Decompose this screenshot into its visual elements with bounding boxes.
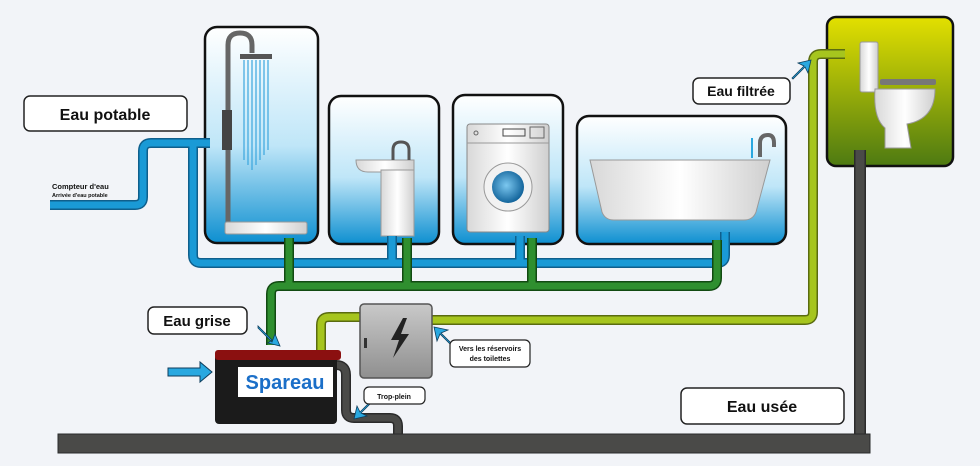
- label-eau-filtree: Eau filtrée: [692, 77, 791, 105]
- svg-text:Eau potable: Eau potable: [60, 107, 151, 124]
- brand-logo: Spareau: [246, 372, 325, 394]
- label-vers-reservoirs: Vers les réservoirs des toilettes: [449, 339, 531, 368]
- svg-text:Trop-plein: Trop-plein: [377, 394, 411, 401]
- waste-water-pipes: [335, 150, 866, 440]
- lightning-icon: [391, 318, 409, 358]
- filtered-water-pipes: [316, 49, 845, 350]
- inflow-arrow-icon: [167, 360, 213, 384]
- fixture-washbasin: [327, 94, 441, 246]
- fixture-toilet: [825, 15, 955, 168]
- svg-text:Eau usée: Eau usée: [727, 399, 797, 416]
- fixture-washing-machine: [451, 93, 565, 246]
- label-eau-potable: Eau potable: [23, 95, 188, 132]
- main-sewer-pipe: [57, 433, 871, 454]
- svg-text:Vers les réservoirs: Vers les réservoirs: [459, 346, 521, 353]
- fixture-bathtub: [575, 114, 788, 246]
- arrow-to-tank-icon: [257, 325, 281, 347]
- control-box: [359, 303, 433, 379]
- arrow-filtered-icon: [791, 59, 812, 80]
- label-compteur: Compteur d'eau Arrivée d'eau potable: [52, 182, 109, 199]
- fixture-shower: [203, 25, 320, 245]
- spareau-tank: Spareau: [215, 350, 341, 424]
- grey-water-pipes: [266, 238, 722, 345]
- svg-text:Eau filtrée: Eau filtrée: [707, 83, 775, 99]
- svg-text:Arrivée d'eau potable: Arrivée d'eau potable: [52, 193, 108, 199]
- label-eau-grise: Eau grise: [147, 306, 248, 335]
- label-trop-plein: Trop-plein: [363, 386, 426, 405]
- svg-text:des toilettes: des toilettes: [470, 356, 511, 363]
- svg-text:Eau grise: Eau grise: [163, 313, 231, 330]
- potable-water-pipes: [50, 138, 730, 268]
- label-eau-usee: Eau usée: [680, 387, 845, 425]
- svg-text:Compteur d'eau: Compteur d'eau: [52, 182, 109, 191]
